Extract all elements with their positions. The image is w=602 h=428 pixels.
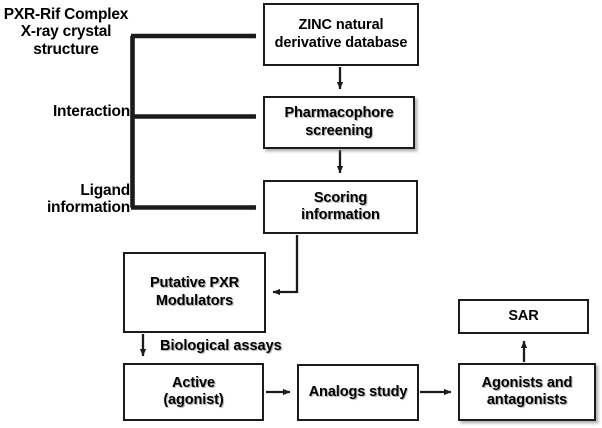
node-sar[interactable]: SAR	[458, 299, 589, 334]
node-zinc-natural-derivative-database[interactable]: ZINC natural derivative database	[263, 3, 419, 66]
node-pharmacophore-screening[interactable]: Pharmacophore screening	[263, 96, 415, 149]
node-label: Pharmacophore screening	[284, 105, 394, 139]
node-active-agonist[interactable]: Active (agonist)	[123, 363, 264, 421]
node-scoring-information[interactable]: Scoring information	[263, 180, 418, 234]
node-label: Putative PXR Modulators	[149, 275, 240, 309]
node-putative-pxr-modulators[interactable]: Putative PXR Modulators	[123, 252, 266, 333]
node-label: Agonists and antagonists	[481, 374, 573, 408]
node-agonists-and-antagonists[interactable]: Agonists and antagonists	[458, 363, 596, 421]
edge-scoring-to-putative	[272, 235, 299, 296]
node-label: Active (agonist)	[163, 374, 224, 408]
node-label: Analogs study	[308, 383, 408, 400]
node-label: Scoring information	[301, 189, 380, 223]
input-label-interaction: Interaction	[52, 103, 130, 120]
node-label: ZINC natural derivative database	[274, 17, 408, 51]
input-label-ligand-information: Ligand information	[46, 182, 130, 217]
node-analogs-study[interactable]: Analogs study	[297, 364, 419, 421]
input-label-pxr-rif-complex: PXR-Rif Complex X-ray crystal structure	[3, 6, 129, 58]
node-label: SAR	[508, 307, 539, 324]
edge-label-biological-assays: Biological assays	[160, 338, 282, 354]
